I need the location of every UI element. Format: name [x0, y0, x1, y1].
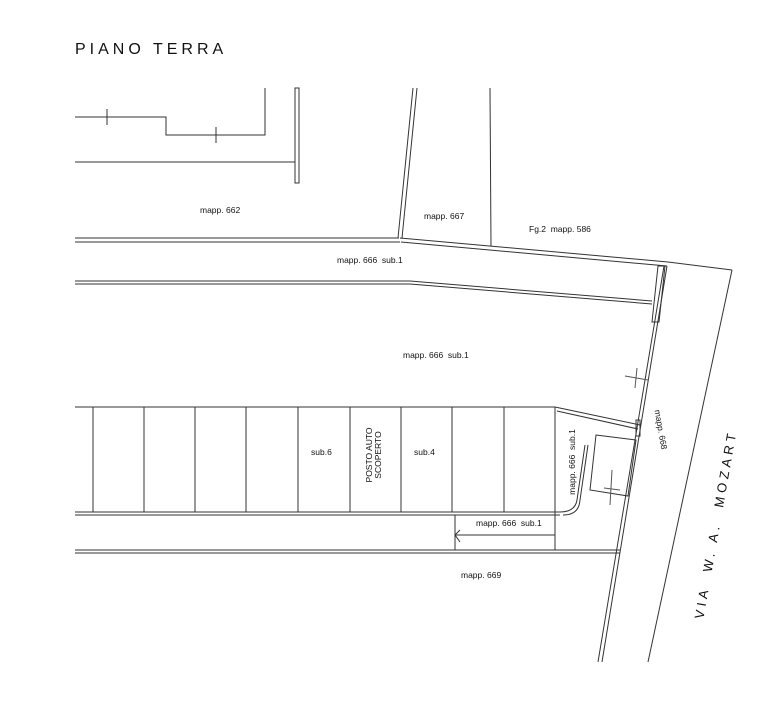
label-mapp-667: mapp. 667: [424, 211, 464, 221]
label-mapp-666-sub1-lower: mapp. 666 sub.1: [476, 518, 542, 528]
boundary-walls-top: [75, 87, 733, 323]
label-mapp-668: mapp. 668: [653, 409, 670, 451]
building-outline-mapp-662: [75, 87, 300, 184]
label-posto-auto-line1: POSTO AUTO: [364, 427, 374, 482]
label-sub-6: sub.6: [311, 447, 332, 457]
lower-strip: [75, 515, 620, 554]
label-mapp-666-sub1-corridor: mapp. 666 sub.1: [337, 255, 403, 265]
street-boundary: [597, 265, 733, 663]
label-posto-auto-line2: SCOPERTO: [373, 431, 383, 479]
label-mapp-666-sub1-court: mapp. 666 sub.1: [403, 350, 469, 360]
parking-spaces: [75, 406, 641, 550]
plan-title: PIANO TERRA: [75, 41, 227, 58]
label-mapp-662: mapp. 662: [200, 205, 240, 215]
label-sub-4: sub.4: [414, 447, 435, 457]
label-fg2-mapp-586: Fg.2 mapp. 586: [529, 224, 591, 234]
label-mapp-666-sub1-vertical: mapp. 666 sub.1: [567, 429, 577, 495]
label-mapp-669: mapp. 669: [461, 570, 501, 580]
label-street-via-mozart: VIA W. A. MOZART: [692, 429, 740, 620]
label-posto-auto: POSTO AUTOSCOPERTO: [364, 427, 383, 482]
